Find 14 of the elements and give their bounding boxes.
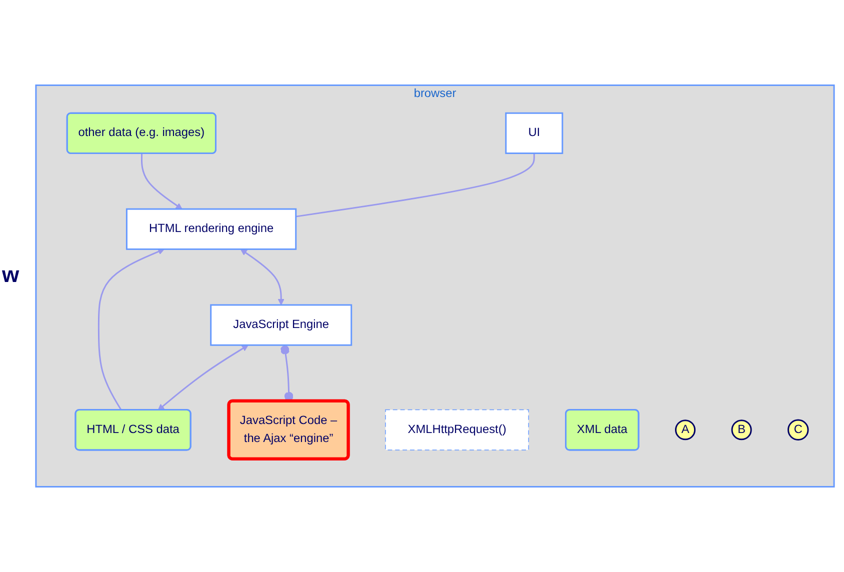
node-box: HTML rendering engine xyxy=(126,208,297,250)
arrow xyxy=(140,154,182,210)
arrow xyxy=(240,249,284,306)
node-box: UI xyxy=(505,112,564,154)
node-box: JavaScript Engine xyxy=(210,304,352,346)
connector xyxy=(280,345,294,402)
cut-off-text: w xyxy=(2,262,20,288)
node-circle: C xyxy=(788,419,809,440)
arrow xyxy=(158,344,248,410)
node-circle: B xyxy=(731,420,752,440)
arrow xyxy=(98,248,164,411)
node-circle: A xyxy=(675,420,696,440)
node-box: XMLHttpRequest() xyxy=(385,409,529,450)
connector xyxy=(296,153,535,218)
